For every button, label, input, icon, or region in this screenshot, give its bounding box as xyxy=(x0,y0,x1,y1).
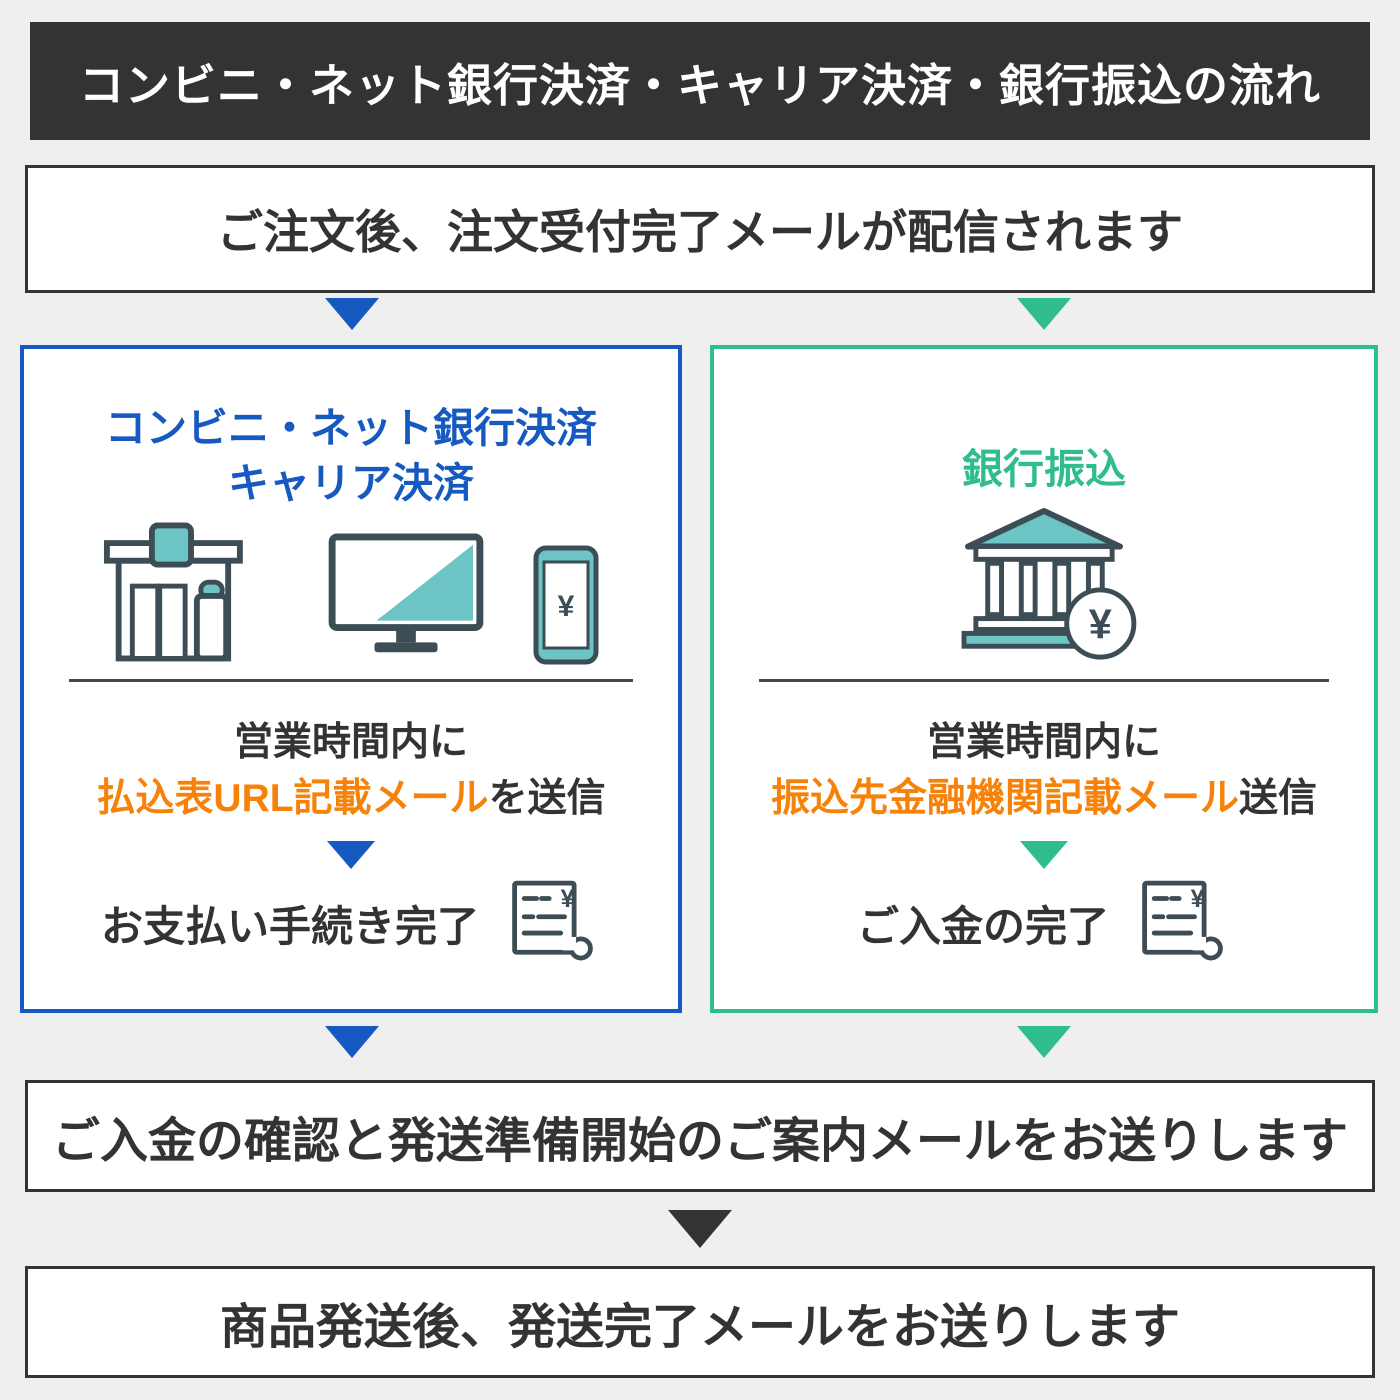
right-complete-text: ご入金の完了 xyxy=(856,902,1109,950)
step-shipping-complete: 商品発送後、発送完了メールをお送りします xyxy=(25,1266,1375,1378)
left-panel-divider xyxy=(69,679,633,682)
arrow-down-green-small xyxy=(1020,841,1068,869)
left-inner-arrow xyxy=(327,841,375,869)
left-panel-title-line2: キャリア決済 xyxy=(228,460,474,507)
left-mail-suffix: を送信 xyxy=(488,777,606,820)
right-panel-icons: ¥ xyxy=(714,507,1374,665)
arrow-down-blue xyxy=(325,1026,379,1058)
arrow-down-green xyxy=(1017,1026,1071,1058)
left-complete-row: お支払い手続き完了 ¥ xyxy=(24,877,678,969)
panel-bank-transfer: 銀行振込 ¥ 営業時間内に 振込先金 xyxy=(710,345,1378,1013)
arrow-down-blue-small xyxy=(327,841,375,869)
yen-glyph: ¥ xyxy=(558,590,575,623)
arrow-down-green xyxy=(1017,298,1071,330)
left-timing-text: 営業時間内に xyxy=(233,721,468,764)
arrow-down-blue xyxy=(325,298,379,330)
receipt-icon: ¥ xyxy=(505,877,601,969)
right-complete-row: ご入金の完了 ¥ xyxy=(714,877,1374,969)
step-order-confirmation: ご注文後、注文受付完了メールが配信されます xyxy=(25,165,1375,293)
yen-glyph: ¥ xyxy=(1191,885,1205,913)
monitor-icon xyxy=(327,532,485,665)
right-mail-suffix: 送信 xyxy=(1239,777,1318,820)
right-panel-title: 銀行振込 xyxy=(962,446,1126,492)
right-inner-arrow xyxy=(1020,841,1068,869)
left-panel-icons: ¥ xyxy=(24,507,678,665)
page-title: コンビニ・ネット銀行決済・キャリア決済・銀行振込の流れ xyxy=(30,22,1370,140)
left-mail-highlight: 払込表URL記載メール xyxy=(96,777,489,820)
left-complete-text: お支払い手続き完了 xyxy=(100,902,479,950)
step-payment-confirmation: ご入金の確認と発送準備開始のご案内メールをお送りします xyxy=(25,1080,1375,1192)
left-panel-title: コンビニ・ネット銀行決済 キャリア決済 xyxy=(24,401,678,512)
right-timing-text: 営業時間内に xyxy=(926,721,1161,764)
left-mail-text: 払込表URL記載メールを送信 xyxy=(24,767,678,823)
right-panel-divider xyxy=(759,679,1329,682)
convenience-store-icon xyxy=(103,517,279,665)
yen-glyph: ¥ xyxy=(561,885,575,913)
bank-icon: ¥ xyxy=(948,507,1140,665)
left-panel-title-line1: コンビニ・ネット銀行決済 xyxy=(105,405,597,451)
right-mail-text: 振込先金融機関記載メール送信 xyxy=(714,767,1374,823)
yen-glyph: ¥ xyxy=(1089,600,1112,647)
right-mail-highlight: 振込先金融機関記載メール xyxy=(770,777,1239,820)
smartphone-icon: ¥ xyxy=(533,545,599,665)
panel-konbini-netbank-carrier: コンビニ・ネット銀行決済 キャリア決済 xyxy=(20,345,682,1013)
arrow-down-dark xyxy=(668,1210,732,1248)
receipt-icon: ¥ xyxy=(1135,877,1231,969)
